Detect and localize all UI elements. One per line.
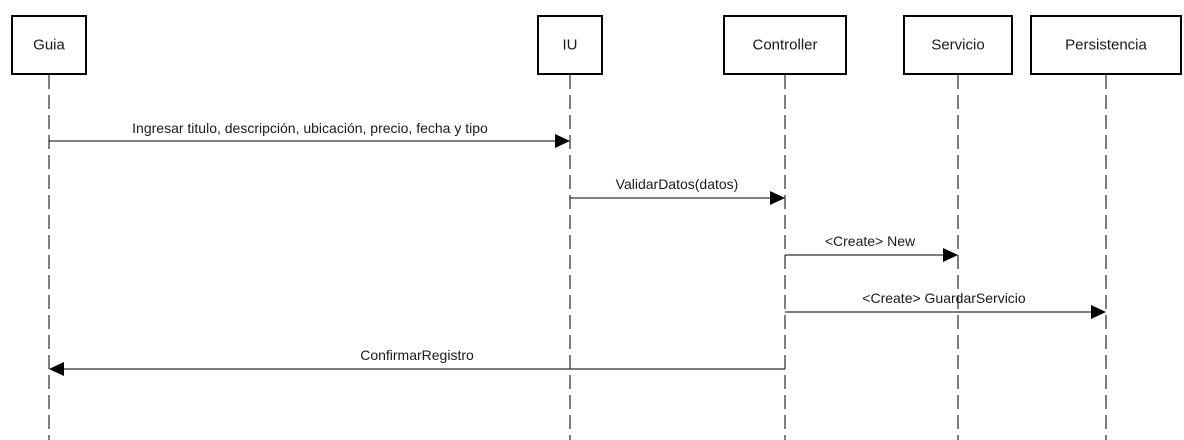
participant-label: Guia <box>33 37 65 54</box>
participant-guia[interactable]: Guia <box>11 15 87 75</box>
participant-persistencia[interactable]: Persistencia <box>1030 15 1182 75</box>
participant-box[interactable] <box>537 15 603 75</box>
message-label: <Create> New <box>825 233 916 249</box>
participant-label: Servicio <box>931 37 984 54</box>
message-ingresar-datos[interactable]: Ingresar titulo, descripción, ubicación,… <box>49 120 570 148</box>
arrowhead-icon <box>555 134 570 148</box>
participant-label: Persistencia <box>1065 37 1147 54</box>
arrowhead-icon <box>1091 305 1106 319</box>
arrowhead-icon <box>770 191 785 205</box>
arrowhead-icon <box>943 248 958 262</box>
participant-label: Controller <box>752 37 817 54</box>
message-label: Ingresar titulo, descripción, ubicación,… <box>132 120 488 136</box>
messages: Ingresar titulo, descripción, ubicación,… <box>49 120 1106 376</box>
participant-label: IU <box>563 37 578 54</box>
message-guardar-servicio[interactable]: <Create> GuardarServicio <box>785 290 1106 319</box>
lifelines <box>48 75 1107 440</box>
message-create-new[interactable]: <Create> New <box>785 233 958 262</box>
participant-servicio[interactable]: Servicio <box>903 15 1013 75</box>
participant-controller[interactable]: Controller <box>723 15 847 75</box>
participant-box[interactable] <box>723 15 847 75</box>
participant-iu[interactable]: IU <box>537 15 603 75</box>
participant-box[interactable] <box>903 15 1013 75</box>
participant-box[interactable] <box>1030 15 1182 75</box>
message-validar-datos[interactable]: ValidarDatos(datos) <box>570 176 785 205</box>
message-label: <Create> GuardarServicio <box>862 290 1026 306</box>
message-label: ValidarDatos(datos) <box>616 176 739 192</box>
participant-box[interactable] <box>11 15 87 75</box>
message-confirmar-registro[interactable]: ConfirmarRegistro <box>49 347 785 376</box>
participants: Guia IU Controller Servicio Persistencia <box>11 15 1182 75</box>
message-label: ConfirmarRegistro <box>360 347 474 363</box>
arrowhead-icon <box>49 362 64 376</box>
